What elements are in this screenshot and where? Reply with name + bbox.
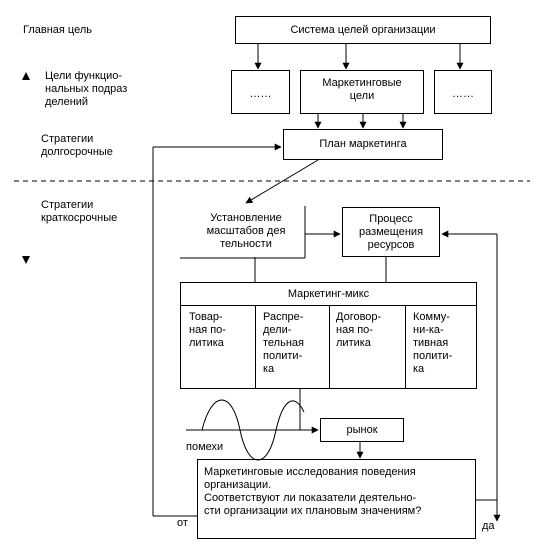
label-functional-goals: Цели функцио- нальных подраз делений — [45, 70, 128, 108]
marketing-mix-title: Маркетинг-микс — [287, 288, 370, 300]
marketing-plan-box: План маркетинга — [283, 129, 443, 160]
mix-item-communication: Комму- ни-ка- тивная полити- ка — [413, 311, 453, 375]
arrow-plan-to-scale — [245, 159, 319, 204]
market-label: рынок — [346, 424, 378, 436]
marketing-goals-box: Маркетинговые цели — [300, 70, 424, 114]
label-no: от — [177, 517, 188, 529]
marketing-mix-box: Маркетинг-микс Товар- ная по- литика Рас… — [180, 282, 477, 389]
marketing-plan-label: План маркетинга — [319, 138, 407, 150]
resources-label: Процесс размещения ресурсов — [358, 213, 424, 251]
down-arrow-icon — [22, 256, 30, 264]
label-main-goal: Главная цель — [23, 24, 93, 36]
mix-col-divider-1 — [255, 305, 256, 388]
market-box: рынок — [320, 418, 404, 442]
label-yes: да — [482, 520, 495, 532]
label-long-term: Стратегии долгосрочные — [41, 133, 113, 158]
dept-left-label: …… — [249, 88, 272, 100]
scale-label: Установление масштабов дея тельности — [206, 212, 286, 250]
org-goals-box: Система целей организации — [235, 16, 491, 44]
noise-label: помехи — [186, 441, 224, 453]
label-short-term: Стратегии краткосрочные — [41, 199, 118, 224]
mix-col-divider-3 — [405, 305, 406, 388]
dept-right-box: …… — [434, 70, 492, 114]
scale-box-outline — [180, 206, 306, 259]
mix-item-distribution: Распре- дели- тельная полити- ка — [263, 311, 304, 375]
mix-header-divider — [181, 305, 476, 306]
dept-left-box: …… — [231, 70, 290, 114]
research-label: Маркетинговые исследования поведения орг… — [204, 466, 422, 517]
org-goals-label: Система целей организации — [290, 24, 436, 36]
resources-box: Процесс размещения ресурсов — [342, 207, 440, 257]
up-arrow-icon — [22, 72, 30, 80]
dept-right-label: …… — [452, 88, 474, 100]
research-box: Маркетинговые исследования поведения орг… — [197, 459, 476, 539]
mix-item-contract: Договор- ная по- литика — [336, 311, 382, 349]
mix-item-product: Товар- ная по- литика — [189, 311, 226, 349]
noise-wave — [201, 399, 305, 461]
mix-col-divider-2 — [329, 305, 330, 388]
marketing-goals-label: Маркетинговые цели — [322, 77, 402, 102]
